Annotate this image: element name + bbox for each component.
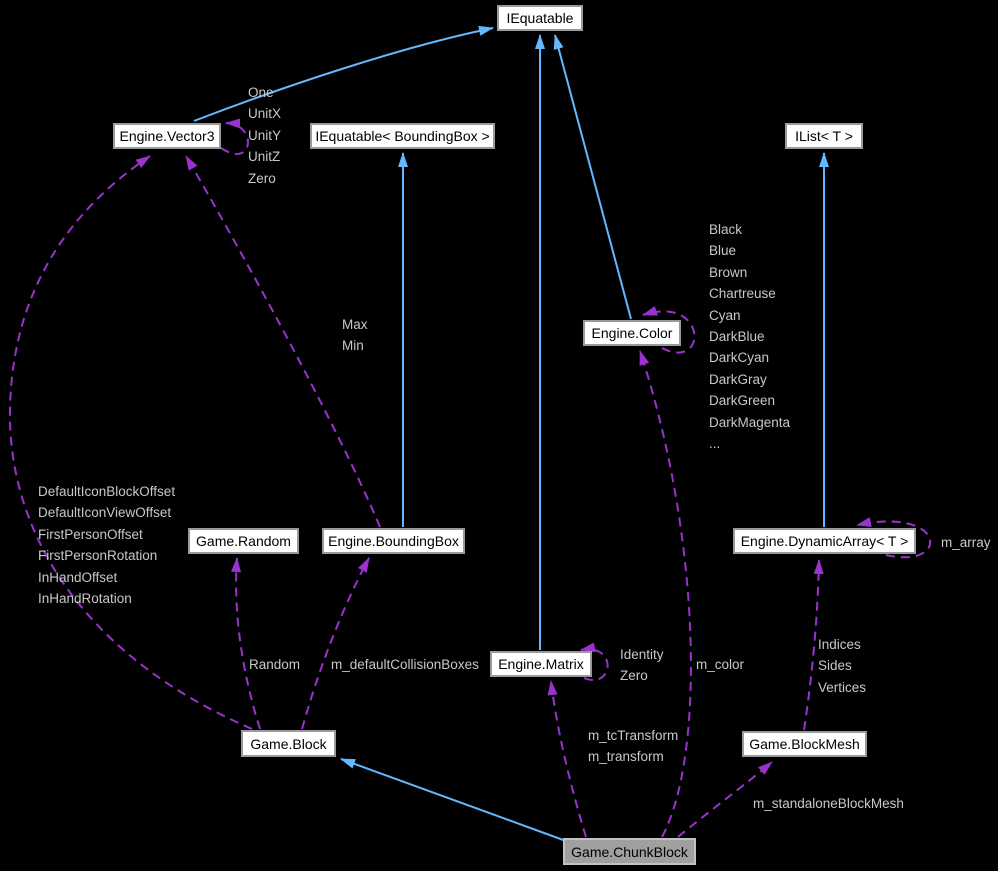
node-engine-matrix[interactable]: Engine.Matrix [490,651,592,677]
edge-label-random: Random [249,657,301,672]
edge-dynamicarray-self-loop [856,517,932,559]
edge-color-to-iequatable [553,34,632,320]
edge-label-m-color: m_color [696,657,745,672]
node-iequatable[interactable]: IEquatable [497,5,583,31]
edge-chunkblock-to-block [340,758,567,842]
edge-label-boundingbox-minmax: Max Min [342,317,368,354]
edge-blockmesh-to-dynamicarray [803,559,824,731]
edge-label-m-array: m_array [941,535,991,550]
node-engine-boundingbox[interactable]: Engine.BoundingBox [322,528,465,554]
edge-label-color-statics: Black Blue Brown Chartreuse Cyan DarkBlu… [709,222,791,452]
edge-block-to-vector3 [8,155,253,730]
node-game-blockmesh[interactable]: Game.BlockMesh [742,731,867,757]
edge-chunkblock-to-color [639,350,692,838]
node-game-block[interactable]: Game.Block [241,730,336,757]
edge-block-to-boundingbox [301,557,370,730]
edge-label-matrix-statics: Identity Zero [620,647,664,684]
node-iequatable-boundingbox[interactable]: IEquatable< BoundingBox > [310,123,495,149]
edge-chunkblock-to-blockmesh [677,761,773,838]
edge-label-chunk-transforms: m_tcTransform m_transform [588,728,679,765]
edge-chunkblock-to-matrix [547,680,587,838]
edge-label-vector3-statics: One UnitX UnitY UnitZ Zero [248,85,282,186]
node-engine-dynamicarray-t[interactable]: Engine.DynamicArray< T > [733,528,916,554]
edge-vector3-to-iequatable [193,25,494,122]
edge-color-self-loop [642,305,696,354]
edge-block-to-random [231,557,261,730]
edge-label-block-vector3-members: DefaultIconBlockOffset DefaultIconViewOf… [38,484,176,607]
edge-label-standalone-blockmesh: m_standaloneBlockMesh [753,796,904,811]
node-game-chunkblock[interactable]: Game.ChunkBlock [563,838,696,865]
edge-label-default-collision-boxes: m_defaultCollisionBoxes [331,657,479,672]
node-game-random[interactable]: Game.Random [188,528,299,554]
edge-boundingbox-to-vector3 [185,155,381,528]
edge-label-blockmesh-arrays: Indices Sides Vertices [818,637,867,695]
node-engine-color[interactable]: Engine.Color [583,320,681,346]
node-engine-vector3[interactable]: Engine.Vector3 [113,123,221,149]
node-ilist-t[interactable]: IList< T > [785,123,863,149]
edge-matrix-self-loop [580,642,609,681]
edge-vector3-self-loop [220,118,249,155]
